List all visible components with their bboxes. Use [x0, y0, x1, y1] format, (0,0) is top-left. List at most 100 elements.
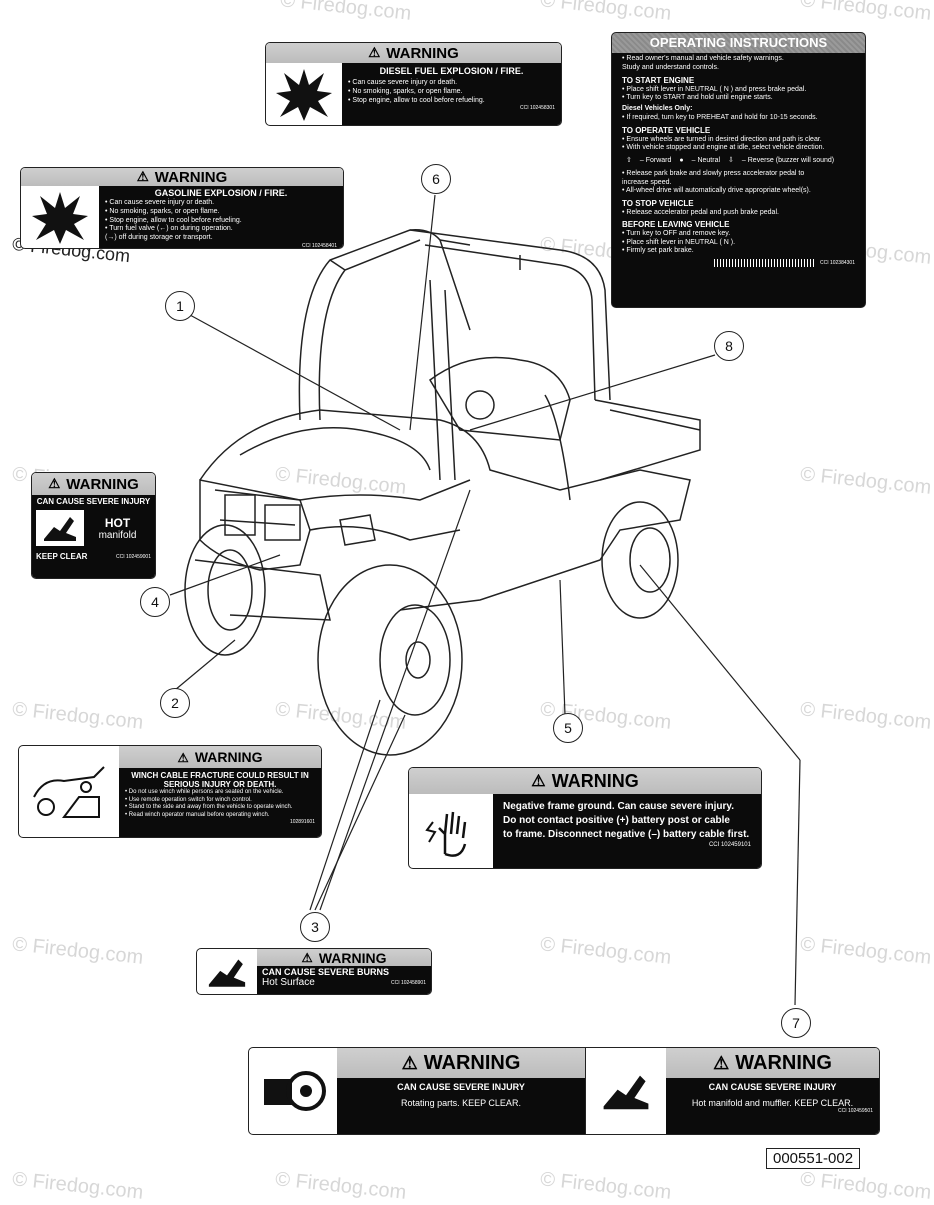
op-line: Diesel Vehicles Only: — [622, 105, 693, 112]
callout-2: 2 — [160, 688, 190, 718]
direction-row: ⇧ – Forward ● – Neutral ⇩ – Reverse (buzzer… — [626, 157, 855, 166]
rotating-muffler-label: ⚠WARNING CAN CAUSE SEVERE INJURY Rotatin… — [248, 1047, 880, 1135]
hand-burn-icon — [36, 510, 84, 546]
warning-header: ⚠WARNING — [21, 168, 343, 186]
callout-4: 4 — [140, 587, 170, 617]
callout-6: 6 — [421, 164, 451, 194]
op-section-title: TO START ENGINE — [622, 75, 695, 85]
label-line: • Turn fuel valve (←) on during operatio… — [105, 225, 233, 233]
label-code: CCI 102459101 — [708, 842, 751, 848]
warning-triangle-icon: ⚠ — [136, 169, 149, 184]
label-code: CCI 102384301 — [819, 259, 855, 266]
diesel-warning-label: ⚠WARNING DIESEL FUEL EXPLOSION / FIRE. •… — [265, 42, 562, 126]
op-line: • Firmly set park brake. — [622, 247, 694, 255]
label-line: • Do not use winch while persons are sea… — [125, 789, 284, 795]
warning-triangle-icon: ⚠ — [48, 476, 61, 491]
winch-person-icon — [19, 746, 119, 837]
label-title: WINCH CABLE FRACTURE COULD RESULT IN SER… — [131, 771, 309, 789]
label-code: CCI 102459501 — [837, 1108, 873, 1114]
warning-header: ⚠WARNING — [257, 949, 431, 966]
direction-label: – Forward — [639, 157, 672, 164]
label-title: CAN CAUSE SEVERE INJURY — [397, 1082, 525, 1092]
callout-3: 3 — [300, 912, 330, 942]
warning-triangle-icon: ⚠ — [713, 1052, 730, 1073]
label-line: Do not contact positive (+) battery post… — [503, 815, 730, 826]
direction-label: – Reverse (buzzer will sound) — [741, 157, 835, 164]
hand-shock-icon — [409, 794, 493, 868]
warning-triangle-icon: ⚠ — [177, 750, 189, 765]
burns-warning-label: ⚠WARNING CAN CAUSE SEVERE BURNS Hot Surf… — [196, 948, 432, 995]
label-line: • Stop engine, allow to cool before refu… — [348, 96, 485, 104]
op-section-title: TO OPERATE VEHICLE — [622, 125, 711, 135]
label-title: CAN CAUSE SEVERE BURNS — [262, 967, 390, 977]
warning-header: ⚠WARNING — [409, 768, 761, 794]
callout-1: 1 — [165, 291, 195, 321]
warning-header: ⚠WARNING — [32, 473, 155, 495]
winch-warning-label: ⚠WARNING WINCH CABLE FRACTURE COULD RESU… — [18, 745, 322, 838]
explosion-icon — [266, 63, 342, 125]
gasoline-warning-label: ⚠WARNING GASOLINE EXPLOSION / FIRE. • Ca… — [20, 167, 344, 249]
label-line: • Read winch operator manual before oper… — [125, 811, 270, 818]
label-line: • Stand to the side and away from the ve… — [125, 804, 293, 810]
hand-gear-icon — [249, 1048, 337, 1134]
label-line: • No smoking, sparks, or open flame. — [105, 207, 220, 215]
hot-manifold-label: ⚠WARNING CAN CAUSE SEVERE INJURY HOT man… — [31, 472, 156, 579]
op-line: increase speed. — [622, 178, 672, 186]
warning-header: ⚠WARNING — [337, 1048, 585, 1078]
warning-triangle-icon: ⚠ — [368, 45, 381, 60]
warning-triangle-icon: ⚠ — [301, 951, 313, 965]
label-code: CCI 102458901 — [390, 979, 426, 986]
direction-label: – Neutral — [691, 157, 721, 164]
op-line: • Release park brake and slowly press ac… — [622, 169, 805, 177]
reference-number: 000551-002 — [766, 1148, 861, 1169]
label-line: to frame. Disconnect negative (–) batter… — [503, 829, 750, 840]
op-line: Study and understand controls. — [622, 63, 719, 71]
label-title: CAN CAUSE SEVERE INJURY — [36, 497, 151, 506]
label-title: CAN CAUSE SEVERE INJURY — [708, 1082, 837, 1092]
op-line: • Ensure wheels are turned in desired di… — [622, 135, 822, 143]
warning-header: ⚠WARNING — [666, 1048, 879, 1078]
hot-text: HOT — [104, 515, 131, 530]
label-code: CCI 102458401 — [301, 242, 337, 249]
battery-warning-label: ⚠WARNING Negative frame ground. Can caus… — [408, 767, 762, 869]
hand-burn-icon — [197, 949, 257, 994]
manifold-text: manifold — [98, 529, 137, 541]
op-line: • Place shift lever in NEUTRAL ( N ). — [622, 238, 736, 246]
label-sub: Hot manifold and muffler. KEEP CLEAR. — [691, 1098, 854, 1108]
warning-header: ⚠WARNING — [119, 746, 321, 768]
barcode — [713, 259, 814, 267]
hand-burn-icon — [585, 1048, 666, 1134]
callout-7: 7 — [781, 1008, 811, 1038]
label-sub: Rotating parts. KEEP CLEAR. — [401, 1098, 521, 1108]
operating-instructions-label: OPERATING INSTRUCTIONS • Read owner's ma… — [611, 32, 866, 308]
callout-5: 5 — [553, 713, 583, 743]
explosion-icon — [21, 186, 99, 248]
label-code: 102891601 — [289, 819, 315, 825]
keep-clear-text: KEEP CLEAR — [36, 552, 88, 561]
label-line: • Use remote operation switch for winch … — [125, 796, 252, 803]
label-code: CCI 102458301 — [519, 105, 555, 112]
label-title: GASOLINE EXPLOSION / FIRE. — [154, 188, 288, 198]
reverse-icon: ⇩ — [728, 157, 734, 164]
neutral-icon: ● — [679, 157, 684, 164]
label-line: • No smoking, sparks, or open flame. — [348, 87, 463, 95]
warning-triangle-icon: ⚠ — [531, 772, 546, 790]
label-code: CCI 102459001 — [115, 553, 151, 560]
op-line: • With vehicle stopped and engine at idl… — [622, 144, 825, 152]
warning-triangle-icon: ⚠ — [401, 1052, 418, 1073]
op-section-title: BEFORE LEAVING VEHICLE — [622, 219, 730, 229]
op-line: • Release accelerator pedal and push bra… — [622, 209, 779, 216]
label-line: • Can cause severe injury or death. — [105, 199, 215, 206]
op-line: • Read owner's manual and vehicle safety… — [622, 55, 784, 62]
warning-header: ⚠WARNING — [266, 43, 561, 63]
label-line: • Can cause severe injury or death. — [348, 79, 458, 86]
op-line: • Turn key to OFF and remove key. — [622, 229, 731, 237]
forward-icon: ⇧ — [626, 157, 632, 164]
callout-8: 8 — [714, 331, 744, 361]
label-line: Negative frame ground. Can cause severe … — [503, 801, 735, 812]
op-line: • Place shift lever in NEUTRAL ( N ) and… — [622, 85, 807, 93]
operating-header: OPERATING INSTRUCTIONS — [612, 33, 865, 53]
label-title: DIESEL FUEL EXPLOSION / FIRE. — [379, 66, 524, 76]
op-line: • All-wheel drive will automatically dri… — [622, 187, 811, 195]
